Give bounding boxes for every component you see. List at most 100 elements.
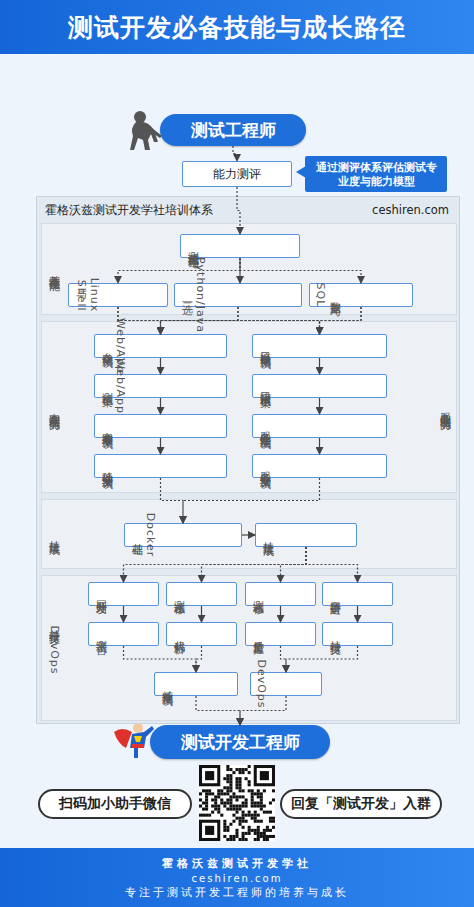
process-box: 数据库与SQL [309, 283, 413, 307]
flow-arrow [161, 307, 362, 334]
flow-arrow [196, 646, 202, 672]
flow-arrow [240, 258, 361, 283]
flow-arrow [196, 696, 240, 725]
note-pill: 扫码加小助手微信 [38, 789, 192, 819]
flow-arrow [124, 547, 307, 582]
process-box: 测试平台 [88, 622, 159, 646]
node-text: 持续交付 [327, 632, 342, 636]
superhero-icon [108, 718, 156, 764]
note-pill: 回复「测试开发」入群 [280, 789, 442, 819]
flow-arrow [161, 307, 239, 334]
flow-arrow [161, 478, 184, 523]
process-box: 接口测试框架 [252, 374, 387, 398]
node-text: Docker基础 [129, 513, 157, 558]
role-pill: 测试开发工程师 [150, 725, 330, 759]
process-box: 服务端安全测试 [252, 454, 387, 478]
flow-arrow [202, 547, 307, 582]
node-text: 代码分析 [171, 632, 186, 636]
node-text: Web/App测试框架 [99, 358, 127, 414]
process-box: 持续集成 [255, 523, 357, 547]
flow-arrow [124, 646, 197, 672]
flow-arrow [240, 696, 286, 725]
node-text: ceshiren.com [372, 203, 449, 217]
node-text: 能力测评 [213, 166, 261, 183]
process-box: Web/App测试框架 [94, 374, 227, 398]
flow-arrow [286, 646, 358, 672]
process-box: DevOps [250, 672, 322, 696]
node-text: 专注于测试开发工程师的培养与成长 [125, 886, 349, 900]
process-box: 容器进阶 [322, 582, 393, 606]
page-title: 测试开发必备技能与成长路径 [68, 11, 406, 44]
flow-arrow [319, 398, 320, 414]
header-band: 测试开发必备技能与成长路径 [0, 0, 474, 54]
flow-arrow [281, 547, 307, 582]
node-text: Python/Java二选一 [179, 257, 207, 333]
node-text: 持续集成 [260, 533, 275, 537]
node-text: 霍格沃兹测试开发学社 [162, 856, 312, 871]
flow-arrow [160, 438, 161, 454]
node-text: 测试右移 [250, 592, 265, 596]
node-text: 服务端安全测试 [257, 463, 272, 470]
node-text: 质量监控 [250, 632, 265, 636]
section-band: 基本测试技能测试流程与理论Linux与ShellPython/Java二选一数据… [41, 223, 457, 315]
section-band: 持续交付DevOps网站开发测试左移测试右移容器进阶测试平台代码分析质量监控持续… [41, 575, 457, 721]
node-text: 服务端性能测试 [257, 423, 272, 430]
node-text: 测试工程师 [191, 119, 276, 142]
flow-arrow [118, 258, 240, 283]
flow-arrow [201, 606, 202, 622]
node-text: 测试左移 [171, 592, 186, 596]
node-text: 测试开发工程师 [181, 731, 300, 754]
role-pill: 测试工程师 [160, 114, 306, 146]
process-box: 网站开发 [88, 582, 159, 606]
flow-arrow [160, 398, 161, 414]
process-box: 质量监控 [245, 622, 316, 646]
process-box: 服务端性能测试 [252, 414, 387, 438]
process-box: Linux与Shell [68, 283, 168, 307]
section-band: 客户端测试能力服务端测试能力Web/App自动化测试接口自动化测试Web/App… [41, 321, 457, 493]
node-text: ceshiren.com [192, 873, 283, 884]
node-text: 客户端专项测试 [99, 423, 114, 430]
flow-arrow [183, 478, 320, 523]
node-text: 测试平台 [93, 632, 108, 636]
process-box: 接口自动化测试 [252, 334, 387, 358]
node-text: 接口测试框架 [257, 383, 272, 389]
flow-arrow [238, 307, 320, 334]
flow-arrow [242, 534, 255, 535]
flow-arrow [239, 258, 240, 283]
node-text: 接口自动化测试 [257, 343, 272, 350]
flow-arrow [233, 146, 237, 161]
node-text: 霍格沃兹测试开发学社培训体系 [45, 203, 213, 218]
node-text: 测试流程与理论 [185, 243, 200, 250]
training-panel: 霍格沃兹测试开发学社培训体系 ceshiren.com 基本测试技能 测试流程与理论 L… [36, 196, 460, 724]
flow-arrow [306, 547, 358, 582]
process-box: 精准化测试 [154, 672, 238, 696]
node-text: 扫码加小助手微信 [59, 795, 171, 813]
node-text: 网站开发 [93, 592, 108, 596]
process-box: 代码分析 [166, 622, 237, 646]
node-text: 持续交付DevOps [46, 621, 61, 674]
node-text: 通过测评体系评估测试专业度与能力模型 [311, 160, 441, 188]
process-box: Python/Java二选一 [174, 283, 302, 307]
node-text: 基本测试技能 [46, 266, 61, 272]
node-text: 数据库与SQL [314, 283, 342, 308]
qr-code [199, 765, 275, 841]
process-box: Docker基础 [124, 523, 242, 547]
node-text: 容器进阶 [327, 592, 342, 596]
process-box: 能力测评 [182, 161, 292, 187]
section-band: 持续集成Docker基础持续集成 [41, 499, 457, 569]
node-text: DevOps [255, 659, 268, 708]
flow-arrow [320, 307, 362, 334]
flow-arrow [123, 606, 124, 622]
flow-arrow [118, 307, 161, 334]
process-box: 持续交付 [322, 622, 393, 646]
process-box: Web/App自动化测试 [94, 334, 227, 358]
node-text: 客户端测试能力 [46, 404, 61, 411]
footer-band: 霍格沃兹测试开发学社 ceshiren.com 专注于测试开发工程师的培养与成长 [0, 848, 474, 907]
flow-arrow [118, 307, 320, 334]
node-text: Linux与Shell [73, 278, 101, 313]
node-text: 移动端安全测试 [99, 463, 114, 470]
node-text: 精准化测试 [159, 682, 174, 687]
flow-arrow [319, 438, 320, 454]
